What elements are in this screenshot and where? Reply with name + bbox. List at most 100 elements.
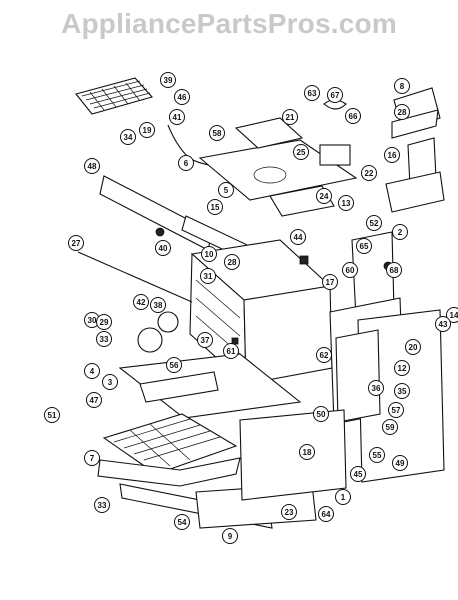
callout-label: 34 xyxy=(124,133,133,142)
callout-31: 31 xyxy=(200,268,216,284)
callout-19: 19 xyxy=(139,122,155,138)
callout-label: 33 xyxy=(100,335,109,344)
callout-label: 47 xyxy=(90,396,99,405)
callout-40: 40 xyxy=(155,240,171,256)
callout-8: 8 xyxy=(394,78,410,94)
callout-label: 43 xyxy=(439,320,448,329)
callout-label: 46 xyxy=(178,93,187,102)
callout-label: 19 xyxy=(143,126,152,135)
callout-52: 52 xyxy=(366,215,382,231)
callout-56: 56 xyxy=(166,357,182,373)
callout-label: 67 xyxy=(331,91,340,100)
callout-label: 1 xyxy=(341,493,346,502)
vent-louver xyxy=(139,371,219,403)
oven-rack-top xyxy=(75,77,153,115)
callout-label: 24 xyxy=(320,192,329,201)
bake-element-rod xyxy=(77,251,193,303)
callout-label: 62 xyxy=(320,351,329,360)
callout-label: 20 xyxy=(409,343,418,352)
callout-label: 30 xyxy=(88,316,97,325)
callout-28: 28 xyxy=(224,254,240,270)
callout-39: 39 xyxy=(160,72,176,88)
callout-label: 10 xyxy=(205,250,214,259)
callout-label: 22 xyxy=(365,169,374,178)
callout-12: 12 xyxy=(394,360,410,376)
callout-label: 18 xyxy=(303,448,312,457)
callout-label: 28 xyxy=(228,258,237,267)
callout-47: 47 xyxy=(86,392,102,408)
callout-57: 57 xyxy=(388,402,404,418)
insulation-pad-top xyxy=(234,117,304,149)
back-guard-bracket xyxy=(391,109,439,139)
callout-label: 4 xyxy=(90,367,95,376)
callout-label: 57 xyxy=(392,406,401,415)
callout-44: 44 xyxy=(290,229,306,245)
callout-49: 49 xyxy=(392,455,408,471)
callout-label: 42 xyxy=(137,298,146,307)
callout-17: 17 xyxy=(322,274,338,290)
callout-22: 22 xyxy=(361,165,377,181)
fan-motor xyxy=(137,327,163,353)
callout-label: 59 xyxy=(386,423,395,432)
callout-label: 39 xyxy=(164,76,173,85)
drawer-base xyxy=(97,457,241,487)
callout-label: 37 xyxy=(201,336,210,345)
fan-blade xyxy=(157,311,179,333)
callout-1: 1 xyxy=(335,489,351,505)
callout-6: 6 xyxy=(178,155,194,171)
callout-62: 62 xyxy=(316,347,332,363)
door-inner-panel xyxy=(335,329,381,423)
callout-label: 61 xyxy=(227,347,236,356)
callout-label: 17 xyxy=(326,278,335,287)
callout-label: 27 xyxy=(72,239,81,248)
callout-60: 60 xyxy=(342,262,358,278)
base-cabinet xyxy=(239,409,347,501)
callout-label: 68 xyxy=(390,266,399,275)
callout-label: 58 xyxy=(213,129,222,138)
callout-label: 38 xyxy=(154,301,163,310)
callout-33: 33 xyxy=(94,497,110,513)
callout-65: 65 xyxy=(356,238,372,254)
callout-66: 66 xyxy=(345,108,361,124)
callout-16: 16 xyxy=(384,147,400,163)
callout-label: 60 xyxy=(346,266,355,275)
callout-label: 51 xyxy=(48,411,57,420)
callout-34: 34 xyxy=(120,129,136,145)
callout-label: 5 xyxy=(224,186,229,195)
callout-label: 54 xyxy=(178,518,187,527)
callout-label: 66 xyxy=(349,112,358,121)
callout-label: 12 xyxy=(398,364,407,373)
callout-label: 21 xyxy=(286,113,295,122)
callout-13: 13 xyxy=(338,195,354,211)
callout-label: 52 xyxy=(370,219,379,228)
callout-label: 55 xyxy=(373,451,382,460)
callout-label: 28 xyxy=(398,108,407,117)
callout-28: 28 xyxy=(394,104,410,120)
top-rear-panel xyxy=(385,171,445,213)
clip-37 xyxy=(231,337,239,345)
callout-37: 37 xyxy=(197,332,213,348)
callout-label: 25 xyxy=(297,148,306,157)
callout-label: 8 xyxy=(400,82,405,91)
callout-50: 50 xyxy=(313,406,329,422)
watermark: AppliancePartsPros.com xyxy=(61,8,397,39)
callout-10: 10 xyxy=(201,246,217,262)
callout-18: 18 xyxy=(299,444,315,460)
callout-label: 16 xyxy=(388,151,397,160)
callout-label: 44 xyxy=(294,233,303,242)
callout-label: 36 xyxy=(372,384,381,393)
callout-label: 29 xyxy=(100,318,109,327)
callout-label: 35 xyxy=(398,387,407,396)
callout-48: 48 xyxy=(84,158,100,174)
callout-label: 45 xyxy=(354,470,363,479)
callout-5: 5 xyxy=(218,182,234,198)
callout-25: 25 xyxy=(293,144,309,160)
callout-55: 55 xyxy=(369,447,385,463)
callout-58: 58 xyxy=(209,125,225,141)
callout-label: 63 xyxy=(308,89,317,98)
callout-23: 23 xyxy=(281,504,297,520)
callout-63: 63 xyxy=(304,85,320,101)
callout-label: 56 xyxy=(170,361,179,370)
